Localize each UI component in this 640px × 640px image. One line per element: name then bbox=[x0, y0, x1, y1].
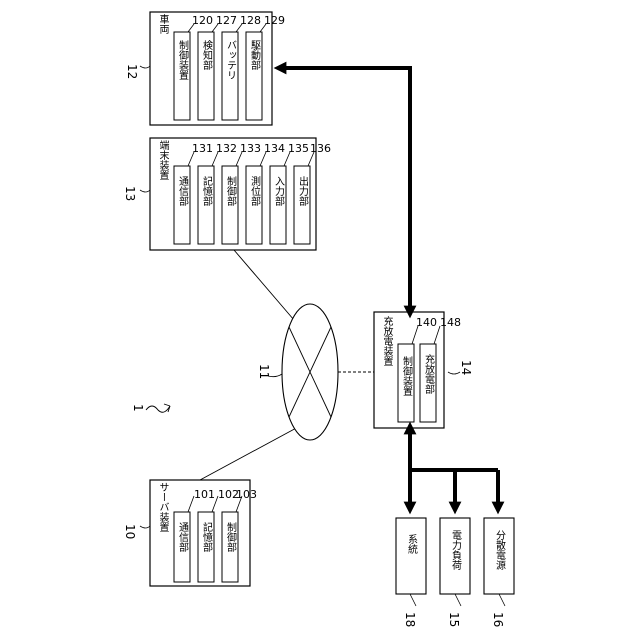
ref-129: 129 bbox=[264, 14, 285, 27]
terminal-unit-output-label: 出力部 bbox=[295, 176, 310, 206]
vehicle-unit-control-label: 制御装置 bbox=[175, 40, 190, 80]
network-cloud: 11 bbox=[200, 250, 374, 480]
charger-title: 充放電装置 bbox=[379, 316, 394, 366]
terminal-unit-input-label: 入力部 bbox=[271, 176, 286, 206]
load-block: 電力負荷 15 bbox=[440, 518, 470, 627]
server-block: サーバ装置 通信部 101 記憶部 102 制御部 103 10 bbox=[123, 480, 257, 586]
server-unit-comm-label: 通信部 bbox=[175, 522, 190, 552]
terminal-title: 端末装置 bbox=[155, 140, 170, 180]
ref-131: 131 bbox=[192, 142, 213, 155]
ref-127: 127 bbox=[216, 14, 237, 27]
ref-12: 12 bbox=[125, 64, 139, 79]
grid-block: 系統 18 bbox=[396, 518, 426, 627]
server-title: サーバ装置 bbox=[155, 482, 170, 532]
terminal-unit-comm-label: 通信部 bbox=[175, 176, 190, 206]
charger-block: 充放電装置 制御装置 140 充放電部 148 14 bbox=[374, 312, 473, 428]
terminal-unit-control-label: 制御部 bbox=[223, 176, 238, 206]
ref-136: 136 bbox=[310, 142, 331, 155]
ref-132: 132 bbox=[216, 142, 237, 155]
power-bus bbox=[410, 428, 498, 508]
vehicle-unit-battery-label: バッテリ bbox=[223, 40, 238, 80]
load-label: 電力負荷 bbox=[448, 530, 463, 570]
charger-unit-control-label: 制御装置 bbox=[399, 356, 414, 396]
ref-15: 15 bbox=[447, 612, 461, 627]
ref-101: 101 bbox=[194, 488, 215, 501]
vehicle-block: 車両 制御装置 120 検知部 127 バッテリ 128 駆動部 129 12 bbox=[125, 12, 285, 125]
ref-140: 140 bbox=[416, 316, 437, 329]
ref-103: 103 bbox=[236, 488, 257, 501]
ref-16: 16 bbox=[491, 612, 505, 627]
ref-135: 135 bbox=[288, 142, 309, 155]
ref-13: 13 bbox=[123, 186, 137, 201]
charger-unit-chargedischarge-label: 充放電部 bbox=[421, 354, 436, 394]
distributed-source-label: 分散電源 bbox=[492, 530, 507, 570]
ref-133: 133 bbox=[240, 142, 261, 155]
server-unit-storage-label: 記憶部 bbox=[199, 522, 214, 552]
ref-18: 18 bbox=[403, 612, 417, 627]
ref-10: 10 bbox=[123, 524, 137, 539]
ref-1: 1 bbox=[131, 404, 145, 412]
ref-14: 14 bbox=[459, 360, 473, 375]
system-label-group: 1 bbox=[131, 404, 170, 412]
ref-134: 134 bbox=[264, 142, 285, 155]
distributed-source-block: 分散電源 16 bbox=[484, 518, 514, 627]
ref-148: 148 bbox=[440, 316, 461, 329]
vehicle-title: 車両 bbox=[155, 14, 170, 34]
ref-120: 120 bbox=[192, 14, 213, 27]
terminal-block: 端末装置 通信部 131 記憶部 132 制御部 133 測位部 134 bbox=[123, 138, 331, 250]
ref-128: 128 bbox=[240, 14, 261, 27]
terminal-unit-storage-label: 記憶部 bbox=[199, 176, 214, 206]
link-server-network bbox=[200, 426, 300, 480]
vehicle-unit-drive-label: 駆動部 bbox=[247, 40, 262, 70]
grid-label: 系統 bbox=[404, 534, 419, 554]
ref-11: 11 bbox=[257, 364, 271, 379]
server-unit-control-label: 制御部 bbox=[223, 522, 238, 552]
link-terminal-network bbox=[234, 250, 294, 320]
vehicle-unit-detector-label: 検知部 bbox=[199, 40, 214, 70]
terminal-unit-positioning-label: 測位部 bbox=[247, 176, 262, 206]
